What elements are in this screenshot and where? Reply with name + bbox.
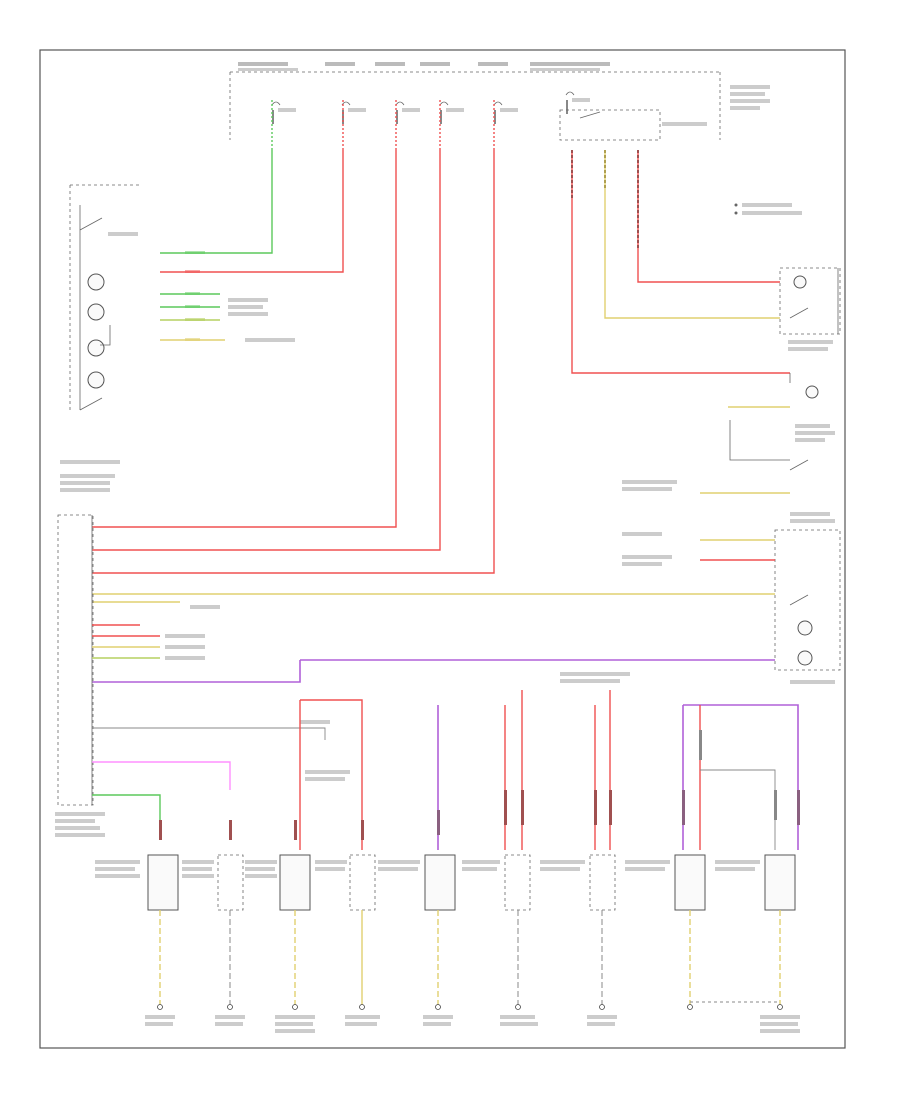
- lamp-icon: [87, 273, 105, 291]
- ground-wires: [159, 910, 781, 1005]
- switch-unit: [504, 854, 531, 911]
- lamp-icon: [87, 303, 105, 321]
- motor-unit: [674, 854, 706, 911]
- wire-green: [160, 150, 273, 254]
- switch-unit: [217, 854, 244, 911]
- fuse-symbol: [565, 91, 590, 114]
- control-module: [55, 514, 105, 837]
- lamp-icon: [797, 620, 813, 636]
- relay-box: [559, 109, 661, 141]
- fuse-symbol: [395, 101, 420, 124]
- connector-markers: [159, 730, 800, 840]
- wire-purple: [92, 660, 301, 683]
- ground-labels: [145, 1015, 800, 1033]
- light-switch-unit: [60, 184, 140, 492]
- ground-terminals: [157, 1004, 783, 1010]
- component-labels: [95, 860, 760, 878]
- legend: [734, 203, 802, 215]
- motor-unit: [764, 854, 796, 911]
- wire-red: [637, 150, 780, 283]
- wire-pink: [92, 761, 231, 790]
- fuse-symbol: [341, 101, 366, 124]
- wire-red: [92, 150, 441, 551]
- fuse-symbol: [493, 101, 518, 124]
- lamp-icon: [87, 371, 105, 389]
- wire-red: [92, 150, 397, 528]
- wire-green: [92, 794, 161, 820]
- switch-unit: [349, 854, 376, 911]
- lamp-icon: [797, 650, 813, 666]
- motor-unit: [279, 854, 311, 911]
- wire-red: [160, 150, 344, 273]
- rear-module: [774, 512, 841, 684]
- diagram-frame: [39, 49, 846, 1049]
- wire-red: [571, 150, 790, 374]
- motor-unit: [424, 854, 456, 911]
- lamp-icon: [805, 385, 819, 399]
- wire-red: [92, 150, 495, 574]
- fuse-symbol: [439, 101, 464, 124]
- wire-yellow: [604, 150, 780, 319]
- switch-unit: [589, 854, 616, 911]
- fuse-symbol: [271, 101, 296, 124]
- right-switch-module: [779, 267, 841, 399]
- fuses: [271, 91, 590, 124]
- lamp-icon: [793, 275, 807, 289]
- component-row: [147, 854, 796, 911]
- wire-tags: [185, 251, 205, 341]
- motor-unit: [147, 854, 179, 911]
- fuse-labels: [238, 62, 610, 71]
- lamp-icon: [87, 339, 105, 357]
